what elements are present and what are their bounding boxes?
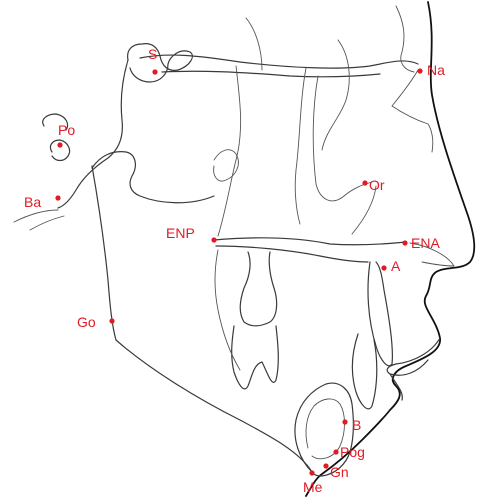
landmark-go: Go xyxy=(77,314,115,330)
upper-incisor xyxy=(367,261,393,367)
landmark-s-dot xyxy=(152,69,158,75)
cranial-base-lower xyxy=(161,70,381,78)
clivus xyxy=(57,59,129,209)
sella-outline xyxy=(127,43,193,83)
landmark-ena: ENA xyxy=(402,235,440,251)
landmark-pog-label: Pog xyxy=(340,444,365,460)
soft-tissue-profile xyxy=(305,1,476,497)
landmark-na: Na xyxy=(417,62,445,78)
landmark-me: Me xyxy=(303,470,323,495)
landmark-ba-dot xyxy=(55,195,61,201)
frontal-sinus xyxy=(395,5,415,73)
landmark-b: B xyxy=(342,417,361,433)
landmark-s: S xyxy=(148,46,158,75)
landmark-me-dot xyxy=(309,470,315,476)
ear-canal-inner xyxy=(49,139,71,162)
landmark-enp: ENP xyxy=(166,225,217,243)
cheekbone xyxy=(351,185,377,235)
landmark-ena-dot xyxy=(402,240,408,246)
landmark-gn-dot xyxy=(323,463,329,469)
landmark-or-dot xyxy=(362,180,368,186)
landmark-me-label: Me xyxy=(303,479,323,495)
landmark-ba: Ba xyxy=(24,194,61,210)
landmark-a-label: A xyxy=(391,258,401,274)
landmark-go-dot xyxy=(109,318,115,324)
mandible-lower-border xyxy=(115,339,313,473)
landmark-gn: Gn xyxy=(323,463,349,480)
landmark-ena-label: ENA xyxy=(411,235,440,251)
pterygoid-line xyxy=(217,65,242,237)
landmark-po-label: Po xyxy=(58,122,75,138)
nasal-curve xyxy=(245,17,263,71)
nasal-bone xyxy=(391,69,434,153)
anterior-cranial-base xyxy=(139,54,419,69)
symphysis-outer xyxy=(294,382,354,477)
landmark-enp-label: ENP xyxy=(166,225,195,241)
lower-molar xyxy=(231,325,279,390)
landmark-pog-dot xyxy=(333,449,339,455)
upper-molar xyxy=(239,251,278,327)
landmark-ba-label: Ba xyxy=(24,194,41,210)
lower-incisor xyxy=(351,333,378,410)
landmark-s-label: S xyxy=(148,46,157,62)
landmark-enp-dot xyxy=(211,237,217,243)
upper-lip xyxy=(386,337,441,375)
mastoid xyxy=(13,209,65,231)
maxillary-sinus-left xyxy=(213,149,239,182)
nasal-ala xyxy=(409,242,455,267)
lower-lip xyxy=(389,359,429,401)
orbit-outline xyxy=(312,75,373,202)
landmark-or-label: Or xyxy=(369,177,385,193)
landmark-b-dot xyxy=(342,419,348,425)
ramus-anterior xyxy=(214,249,241,371)
landmark-na-dot xyxy=(417,68,423,74)
landmark-a: A xyxy=(381,258,401,274)
palate-lower xyxy=(215,245,369,263)
ear-canal-outline xyxy=(42,113,69,131)
landmark-go-label: Go xyxy=(77,314,96,330)
landmark-a-dot xyxy=(381,265,387,271)
landmark-po: Po xyxy=(57,122,75,148)
landmark-pog: Pog xyxy=(333,444,365,460)
landmark-or: Or xyxy=(362,177,385,193)
orbit-inner xyxy=(321,39,350,151)
palate-plane xyxy=(213,237,407,246)
symphysis-inner xyxy=(305,398,345,460)
landmark-na-label: Na xyxy=(427,62,445,78)
landmark-po-dot xyxy=(57,142,63,148)
posterior-skull-lower xyxy=(91,151,215,204)
orbit-lateral xyxy=(294,67,307,225)
landmark-gn-label: Gn xyxy=(330,464,349,480)
landmark-b-label: B xyxy=(352,417,361,433)
